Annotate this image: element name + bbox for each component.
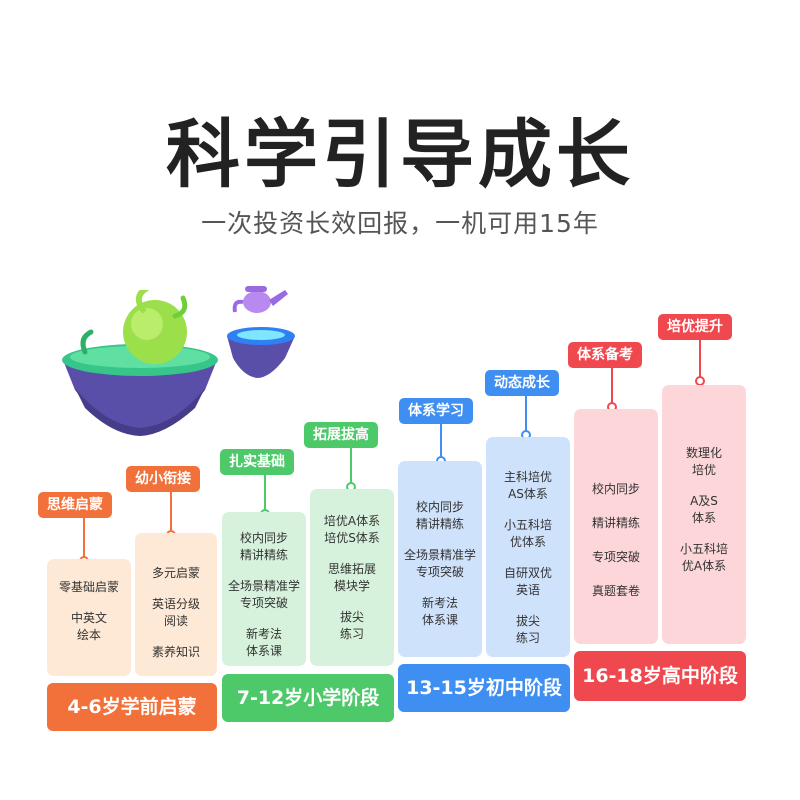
tag-动态成长: 动态成长 bbox=[485, 370, 559, 396]
page-subtitle: 一次投资长效回报，一机可用15年 bbox=[201, 209, 599, 238]
page-title: 科学引导成长 bbox=[166, 112, 634, 198]
connector-line bbox=[699, 340, 701, 380]
column-item: 中英文绘本 bbox=[70, 611, 107, 642]
column-item: 小五科培优体系 bbox=[503, 518, 552, 549]
column-item: 素养知识 bbox=[151, 645, 200, 659]
connector-line bbox=[525, 396, 527, 434]
column-item: 全场景精准学专项突破 bbox=[227, 579, 300, 610]
stage-column-4: 培优A体系培优S体系思维拓展模块学拔尖练习 bbox=[310, 489, 394, 666]
column-item: 专项突破 bbox=[591, 550, 640, 564]
column-item: 校内同步 bbox=[591, 482, 640, 496]
column-item: 自研双优英语 bbox=[503, 566, 552, 597]
column-item: 英语分级阅读 bbox=[151, 597, 200, 628]
tag-体系备考: 体系备考 bbox=[568, 342, 642, 368]
stage-column-2: 多元启蒙英语分级阅读素养知识 bbox=[135, 533, 217, 676]
column-item: 小五科培优A体系 bbox=[679, 542, 728, 573]
column-item: 校内同步精讲精练 bbox=[415, 500, 464, 531]
column-item: 思维拓展模块学 bbox=[327, 562, 376, 593]
connector-line bbox=[440, 424, 442, 460]
tag-体系学习: 体系学习 bbox=[399, 398, 473, 424]
connector-line bbox=[611, 368, 613, 406]
stage-bar-primary: 7-12岁小学阶段 bbox=[222, 674, 394, 722]
connector-line bbox=[264, 475, 266, 513]
floating-island-planet-icon bbox=[62, 290, 218, 436]
stage-column-5: 校内同步精讲精练全场景精准学专项突破新考法体系课 bbox=[398, 461, 482, 657]
tag-培优提升: 培优提升 bbox=[658, 314, 732, 340]
connector-line bbox=[83, 518, 85, 560]
connector-line bbox=[170, 492, 172, 534]
column-item: 真题套卷 bbox=[591, 584, 640, 598]
tag-扎实基础: 扎实基础 bbox=[220, 449, 294, 475]
column-item: 新考法体系课 bbox=[245, 627, 282, 658]
column-item: 培优A体系培优S体系 bbox=[323, 514, 381, 545]
stage-bar-senior-high: 16-18岁高中阶段 bbox=[574, 651, 746, 701]
stage-bar-junior-high: 13-15岁初中阶段 bbox=[398, 664, 570, 712]
column-item: 多元启蒙 bbox=[151, 566, 200, 580]
tag-思维启蒙: 思维启蒙 bbox=[38, 492, 112, 518]
stage-column-1: 零基础启蒙中英文绘本 bbox=[47, 559, 131, 676]
stage-bar-preschool: 4-6岁学前启蒙 bbox=[47, 683, 217, 731]
tag-幼小衔接: 幼小衔接 bbox=[126, 466, 200, 492]
column-item: 零基础启蒙 bbox=[58, 580, 119, 594]
column-item: 全场景精准学专项突破 bbox=[403, 548, 476, 579]
column-item: 数理化培优 bbox=[685, 446, 722, 477]
column-item: 新考法体系课 bbox=[421, 596, 458, 627]
connector-line bbox=[350, 448, 352, 486]
watering-can-island-icon bbox=[227, 286, 295, 378]
tag-拓展拔高: 拓展拔高 bbox=[304, 422, 378, 448]
column-item: 拔尖练习 bbox=[515, 614, 540, 645]
column-item: 拔尖练习 bbox=[339, 610, 364, 641]
stage-column-3: 校内同步精讲精练全场景精准学专项突破新考法体系课 bbox=[222, 512, 306, 666]
column-item: 校内同步精讲精练 bbox=[239, 531, 288, 562]
column-item: 精讲精练 bbox=[591, 516, 640, 530]
stage-column-7: 校内同步精讲精练专项突破真题套卷 bbox=[574, 409, 658, 644]
